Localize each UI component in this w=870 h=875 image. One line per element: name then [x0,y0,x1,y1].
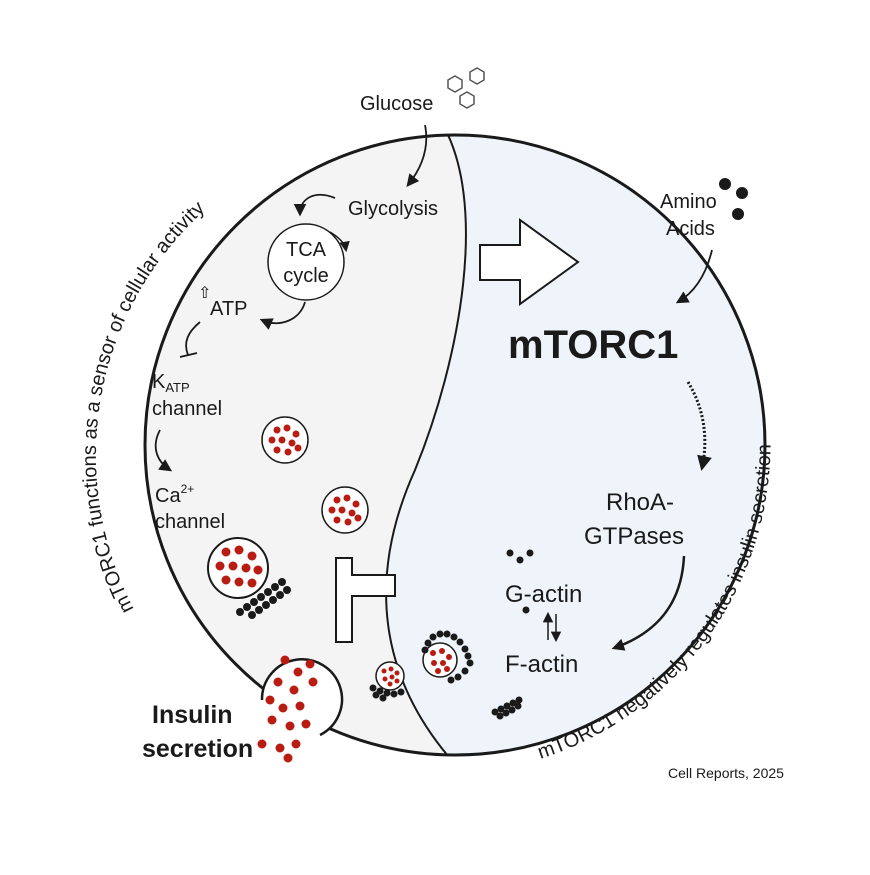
amino-label: Amino [660,191,717,213]
katp-channel-label: channel [152,398,222,420]
tca-cycle-arrow [329,231,350,253]
rhoa-to-factin-arrow [611,555,686,651]
insulin-granule-large [207,537,269,599]
glucose-arrow [406,124,428,187]
f-actin-label: F-actin [505,651,578,678]
rhoa-label: RhoA- [606,489,674,516]
tca-cycle-label: cycle [283,265,329,287]
gtpases-label: GTPases [584,523,684,550]
insulin-label: Insulin [152,701,233,729]
membrane-divider [385,135,471,755]
insulin-granule-small [375,661,405,691]
atp-inhibition [179,321,201,358]
glycolysis-arrow [293,193,336,217]
actin-filament [369,684,405,702]
exocytosis-pocket [260,658,344,737]
amino-acid-dots-icon [719,178,748,220]
g-actin-dots-icon [506,549,534,614]
actin-filament [421,630,474,684]
actin-filament [491,696,523,720]
katp-to-ca-arrow [154,429,173,472]
katp-label: KATP [152,371,190,395]
secretion-label: secretion [142,735,253,763]
atp-up-arrow-icon: ⇧ [198,285,211,302]
cell-outline [143,133,767,757]
tca-to-atp-arrow [259,301,306,330]
inhibition-t-bar [335,557,396,643]
mtorc1-label: mTORC1 [508,323,678,367]
source-credit: Cell Reports, 2025 [668,765,784,781]
equilibrium-arrows-icon [542,611,562,643]
g-actin-label: G-actin [505,581,582,608]
tca-label: TCA [286,239,327,261]
insulin-granule [321,486,369,534]
glycolysis-label: Glycolysis [348,198,438,220]
amino-acid-arrow [675,249,713,304]
tca-cycle: TCA cycle [267,223,350,301]
secreted-insulin-dots [257,655,318,763]
mtorc1-dotted-arrow [686,381,712,471]
glucose-hexagon-icon [447,67,485,109]
insulin-granule [261,416,309,464]
ca-label: Ca2+ [155,482,194,507]
actin-filament [236,578,291,619]
ca-channel-label: channel [155,511,225,533]
glucose-label: Glucose [360,93,433,115]
tca-cycle-circle [267,223,345,301]
insulin-granule-docked [422,642,458,678]
acids-label: Acids [666,218,715,240]
atp-label: ATP [210,298,247,320]
big-arrow-to-mtorc1 [479,218,580,306]
